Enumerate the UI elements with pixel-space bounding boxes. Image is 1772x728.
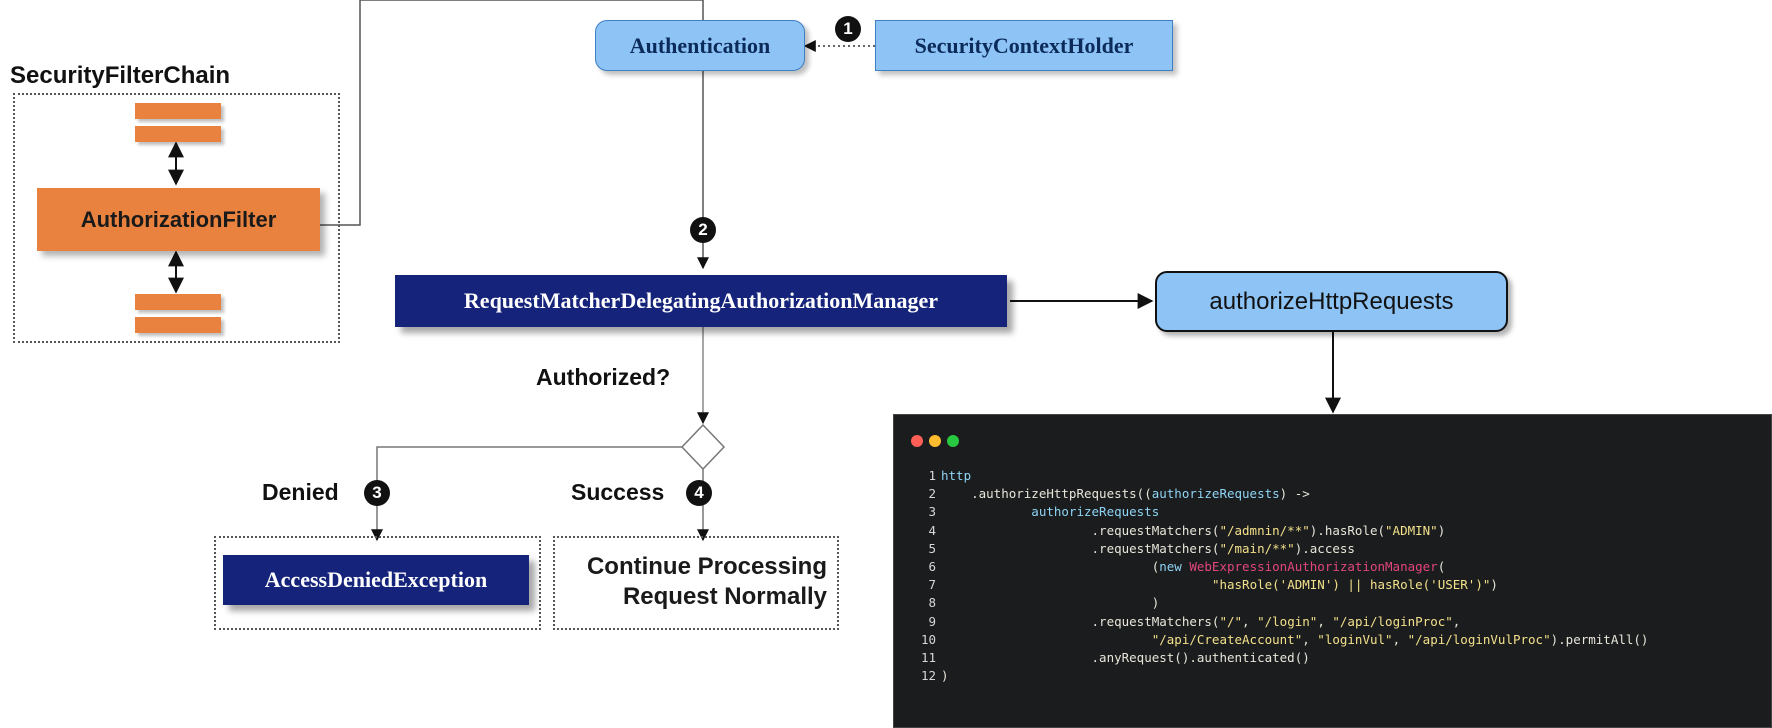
step-3-badge: 3 — [364, 480, 390, 506]
line-number: 2 — [928, 486, 936, 502]
decision-diamond — [680, 423, 726, 471]
line-number: 11 — [920, 650, 936, 666]
step-2-badge: 2 — [690, 217, 716, 243]
code-token: "/main/**" — [1219, 540, 1295, 556]
code-token: , — [1302, 631, 1318, 647]
line-number: 12 — [920, 668, 936, 684]
authorization-filter[interactable]: AuthorizationFilter — [37, 188, 320, 251]
code-line: 6 (new WebExpressionAuthorizationManager… — [914, 558, 1648, 576]
code-line: 12) — [914, 667, 1648, 685]
code-token: "/" — [1219, 613, 1243, 629]
code-line: 3 authorizeRequests — [914, 503, 1648, 521]
code-token: ).hasRole( — [1309, 522, 1386, 538]
denied-label: Denied — [262, 479, 339, 505]
code-token: ) — [1490, 577, 1498, 593]
continue-line-2: Request Normally — [622, 583, 827, 610]
code-token: .requestMatchers( — [941, 522, 1220, 538]
line-number: 4 — [928, 522, 936, 538]
filter-chain-box — [13, 93, 340, 343]
code-token: "/api/CreateAccount" — [1151, 631, 1303, 647]
authentication-box[interactable]: Authentication — [595, 20, 805, 71]
line-number: 1 — [928, 468, 936, 483]
step-1-badge: 1 — [835, 16, 861, 42]
code-line: 4 .requestMatchers("/admnin/**").hasRole… — [914, 522, 1648, 540]
continue-line-1: Continue Processing — [586, 553, 827, 580]
code-token: .requestMatchers( — [941, 540, 1220, 556]
code-token: WebExpressionAuthorizationManager — [1189, 559, 1438, 575]
line-number: 3 — [928, 504, 936, 520]
line-number: 7 — [928, 577, 936, 593]
line-number: 10 — [920, 631, 936, 647]
security-context-holder-box[interactable]: SecurityContextHolder — [875, 20, 1173, 71]
code-token: "/api/loginVulProc" — [1407, 631, 1551, 647]
code-token: "ADMIN" — [1385, 522, 1438, 538]
code-token: "hasRole('ADMIN') || hasRole('USER')" — [1211, 577, 1491, 593]
code-token: , — [1317, 613, 1333, 629]
code-line: 10 "/api/CreateAccount", "loginVul", "/a… — [914, 631, 1649, 649]
continue-processing-text: Continue Processing Request Normally — [553, 552, 827, 612]
code-token: , — [1452, 613, 1461, 629]
code-token: ).access — [1294, 540, 1355, 556]
close-dot-icon — [911, 435, 923, 447]
code-token: ) — [941, 668, 949, 684]
code-token: , — [1392, 631, 1408, 647]
code-token: , — [1242, 613, 1258, 629]
code-token — [941, 632, 1152, 647]
code-token: ) -> — [1279, 486, 1310, 502]
code-line: 1 http — [914, 467, 1648, 485]
code-token: ) — [941, 595, 1160, 611]
code-token — [941, 577, 1212, 592]
success-label: Success — [571, 479, 665, 505]
minimize-dot-icon — [929, 435, 941, 447]
code-token: "/admnin/**" — [1219, 522, 1310, 538]
code-line: 9 .requestMatchers("/", "/login", "/api/… — [914, 613, 1648, 631]
code-token: authorizeRequests — [941, 504, 1160, 520]
authorized-question-label: Authorized? — [536, 364, 671, 390]
code-line: 2 .authorizeHttpRequests((authorizeReque… — [914, 485, 1648, 503]
line-number: 9 — [928, 613, 936, 629]
code-token: ( — [941, 559, 1160, 575]
code-token: .authorizeHttpRequests(( — [941, 486, 1152, 502]
denied-outcome-box — [214, 536, 541, 630]
access-denied-exception-box[interactable]: AccessDeniedException — [223, 555, 529, 605]
code-line: 8 ) — [914, 594, 1648, 612]
code-token: .anyRequest().authenticated() — [941, 650, 1310, 666]
filter-chain-title: SecurityFilterChain — [10, 62, 231, 89]
filter-bar-bottom-1 — [135, 294, 221, 310]
code-token: authorizeRequests — [1151, 486, 1280, 502]
code-token: http — [941, 468, 972, 483]
code-token: ( — [1437, 559, 1446, 575]
code-token: "/login" — [1257, 613, 1318, 629]
filter-bar-bottom-2 — [135, 317, 221, 333]
code-token: .requestMatchers( — [941, 613, 1220, 629]
authorize-http-requests-box[interactable]: authorizeHttpRequests — [1155, 271, 1508, 332]
maximize-dot-icon — [947, 435, 959, 447]
line-number: 6 — [928, 559, 936, 575]
success-outcome-box — [553, 536, 839, 630]
filter-bar-top-1 — [135, 103, 221, 119]
line-number: 5 — [928, 540, 936, 556]
code-token: ) — [1437, 522, 1446, 538]
step-4-badge: 4 — [686, 480, 712, 506]
line-number: 8 — [928, 595, 936, 611]
code-line: 5 .requestMatchers("/main/**").access — [914, 540, 1648, 558]
code-token: "/api/loginProc" — [1332, 613, 1453, 629]
code-token: new — [1159, 559, 1190, 575]
code-line: 7 "hasRole('ADMIN') || hasRole('USER')") — [914, 576, 1648, 594]
code-line: 11 .anyRequest().authenticated() — [914, 649, 1648, 667]
code-token: "loginVul" — [1317, 631, 1393, 647]
authorization-manager-box[interactable]: RequestMatcherDelegatingAuthorizationMan… — [395, 275, 1007, 327]
code-token: ).permitAll() — [1550, 631, 1649, 647]
filter-bar-top-2 — [135, 126, 221, 142]
